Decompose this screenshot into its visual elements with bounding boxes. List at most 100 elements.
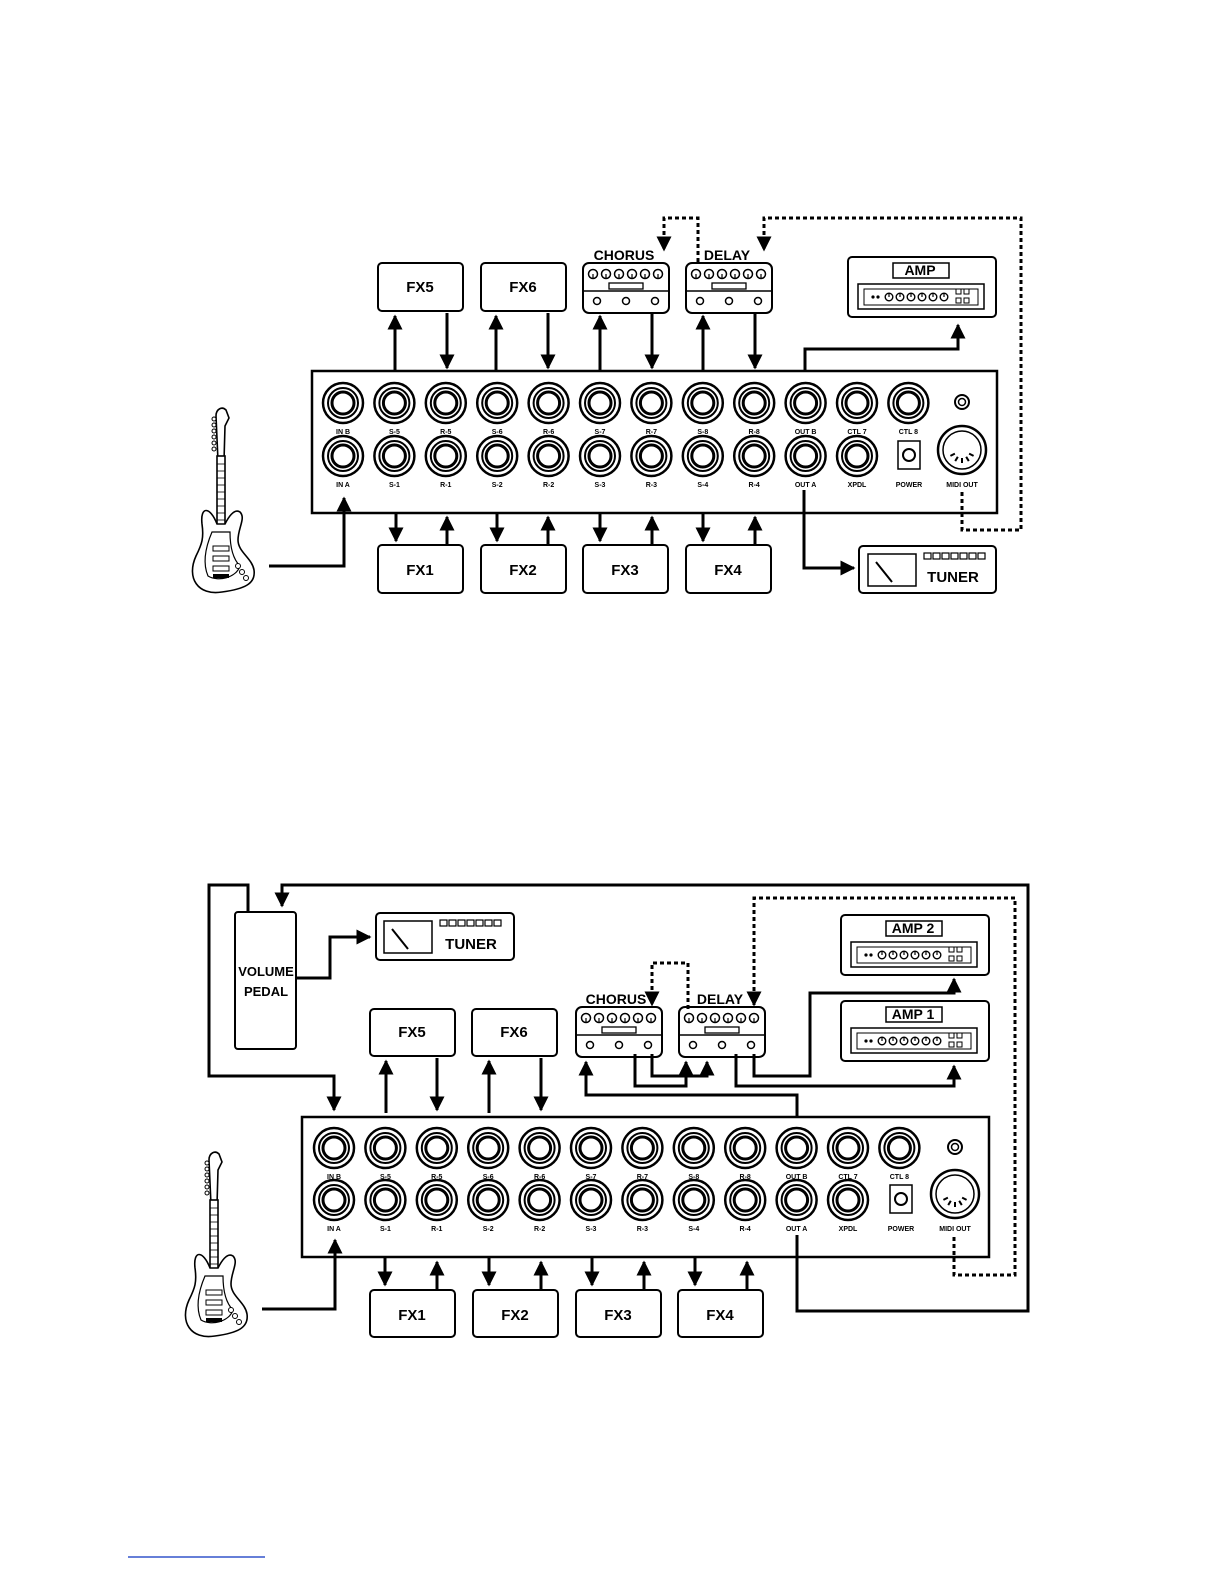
chorus-pedal-2[interactable] (575, 1006, 663, 1058)
fx3-label: FX3 (611, 562, 639, 579)
footswitch-icon[interactable] (688, 1040, 698, 1050)
fx4-label-2: FX4 (706, 1307, 734, 1324)
jack-s-5[interactable]: S-5 (364, 1126, 407, 1181)
jack-r-4-label: R-4 (740, 1226, 751, 1233)
amp-2-head[interactable] (840, 914, 990, 976)
footswitch-icon[interactable] (585, 1040, 595, 1050)
jack-r-4[interactable]: R-4 (723, 1178, 767, 1233)
fx5-box-2[interactable]: FX5 (369, 1008, 456, 1057)
jack-r-2[interactable]: R-2 (527, 434, 570, 489)
jack-s-8[interactable]: S-8 (681, 381, 725, 436)
tuner-box-2[interactable]: TUNER (375, 912, 515, 961)
fx6-box[interactable]: FX6 (480, 262, 567, 312)
jack-s-2[interactable]: S-2 (475, 434, 519, 489)
jack-xpdl[interactable]: XPDL (826, 1178, 870, 1233)
footswitch-icon[interactable] (724, 296, 734, 306)
jack-in-b[interactable]: IN B (312, 1126, 356, 1181)
jack-ctl-8[interactable]: CTL 8 (887, 381, 930, 436)
footswitch-icon[interactable] (753, 296, 763, 306)
jack-r-4[interactable]: R-4 (732, 434, 776, 489)
jack-s-7-label: S-7 (595, 429, 606, 436)
fx2-box[interactable]: FX2 (480, 544, 567, 594)
footswitch-icon[interactable] (643, 1040, 653, 1050)
footswitch-icon[interactable] (592, 296, 602, 306)
fx3-box-2[interactable]: FX3 (575, 1289, 662, 1338)
delay-pedal[interactable] (685, 262, 773, 314)
jack-out-a[interactable]: OUT A (775, 1178, 818, 1233)
jack-r-2[interactable]: R-2 (518, 1178, 561, 1233)
jack-s-4[interactable]: S-4 (672, 1178, 716, 1233)
footswitch-icon[interactable] (614, 1040, 624, 1050)
jack-r-7[interactable]: R-7 (621, 1126, 664, 1181)
led-icon (439, 919, 448, 927)
footswitch-icon[interactable] (746, 1040, 756, 1050)
led-icon (475, 919, 484, 927)
jack-ctl-8[interactable]: CTL 8 (878, 1126, 921, 1181)
volume-pedal[interactable]: VOLUME PEDAL (234, 911, 297, 1050)
jack-r-7[interactable]: R-7 (630, 381, 673, 436)
amp-1-head[interactable] (840, 1000, 990, 1062)
fx1-box-2[interactable]: FX1 (369, 1289, 456, 1338)
jack-s-6[interactable]: S-6 (475, 381, 519, 436)
footswitch-icon[interactable] (650, 296, 660, 306)
chorus-pedal[interactable] (582, 262, 670, 314)
power-jack[interactable]: POWER (896, 440, 922, 489)
jack-s-8[interactable]: S-8 (672, 1126, 716, 1181)
jack-r-8[interactable]: R-8 (732, 381, 776, 436)
jack-s-6[interactable]: S-6 (466, 1126, 510, 1181)
tuner-label-2: TUNER (445, 936, 497, 953)
jack-r-3[interactable]: R-3 (621, 1178, 664, 1233)
midi-cables-2 (644, 896, 1017, 1277)
jack-out-a[interactable]: OUT A (784, 434, 827, 489)
jack-r-6[interactable]: R-6 (527, 381, 570, 436)
jack-xpdl-label: XPDL (848, 482, 867, 489)
jack-ctl-7[interactable]: CTL 7 (826, 1126, 870, 1181)
jack-in-a[interactable]: IN A (312, 1178, 356, 1233)
fx1-box[interactable]: FX1 (377, 544, 464, 594)
jack-s-1[interactable]: S-1 (364, 1178, 407, 1233)
chorus-label-2: CHORUS (586, 991, 647, 1007)
jack-r-1[interactable]: R-1 (424, 434, 468, 489)
jack-s-7[interactable]: S-7 (569, 1126, 613, 1181)
fx4-box[interactable]: FX4 (685, 544, 772, 594)
fx4-box-2[interactable]: FX4 (677, 1289, 764, 1338)
fx5-box[interactable]: FX5 (377, 262, 464, 312)
jack-r-5[interactable]: R-5 (424, 381, 468, 436)
power-jack[interactable]: POWER (888, 1184, 914, 1233)
jack-r-3[interactable]: R-3 (630, 434, 673, 489)
jack-r-5[interactable]: R-5 (415, 1126, 459, 1181)
jack-s-5[interactable]: S-5 (373, 381, 416, 436)
led-icon (941, 552, 950, 560)
jack-in-b[interactable]: IN B (321, 381, 365, 436)
fx3-box[interactable]: FX3 (582, 544, 669, 594)
jack-s-3[interactable]: S-3 (569, 1178, 613, 1233)
jack-s-7[interactable]: S-7 (578, 381, 622, 436)
fx2-box-2[interactable]: FX2 (472, 1289, 559, 1338)
footswitch-icon[interactable] (695, 296, 705, 306)
fx6-label: FX6 (509, 279, 537, 296)
jack-r-1[interactable]: R-1 (415, 1178, 459, 1233)
jack-s-3[interactable]: S-3 (578, 434, 622, 489)
jack-s-1[interactable]: S-1 (373, 434, 416, 489)
jack-xpdl[interactable]: XPDL (835, 434, 879, 489)
jack-ctl-7[interactable]: CTL 7 (835, 381, 879, 436)
delay-pedal-2[interactable] (678, 1006, 766, 1058)
jack-s-4[interactable]: S-4 (681, 434, 725, 489)
jack-out-b[interactable]: OUT B (784, 381, 827, 436)
midi-cables (656, 216, 1023, 532)
fx6-box-2[interactable]: FX6 (471, 1008, 558, 1057)
jack-s-2[interactable]: S-2 (466, 1178, 510, 1233)
jack-in-a[interactable]: IN A (321, 434, 365, 489)
jack-s-1-label: S-1 (389, 482, 400, 489)
jack-r-8[interactable]: R-8 (723, 1126, 767, 1181)
footswitch-icon[interactable] (717, 1040, 727, 1050)
midi-out-jack[interactable]: MIDI OUT (936, 424, 988, 489)
amp-head[interactable] (847, 256, 997, 318)
jack-out-b[interactable]: OUT B (775, 1126, 818, 1181)
footswitch-icon[interactable] (621, 296, 631, 306)
midi-out-jack[interactable]: MIDI OUT (929, 1168, 981, 1233)
jack-r-6[interactable]: R-6 (518, 1126, 561, 1181)
led-icon (932, 552, 941, 560)
tuner-box[interactable]: TUNER (858, 545, 997, 594)
